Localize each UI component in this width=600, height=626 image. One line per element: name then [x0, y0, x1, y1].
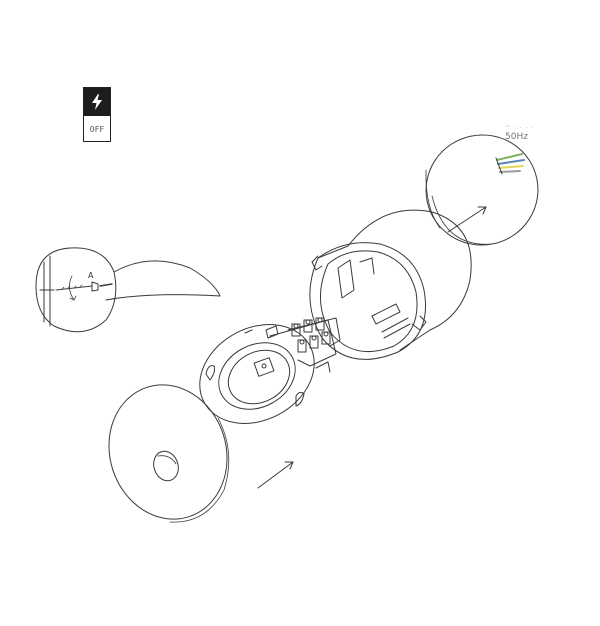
direction-arrow — [448, 207, 486, 232]
front-cover-disc — [92, 369, 244, 534]
wall-disc — [416, 125, 548, 256]
lightning-bolt-icon — [84, 88, 110, 116]
supply-cable — [496, 154, 524, 174]
smudged-voltage-text: ~ . . . . — [505, 123, 535, 130]
terminal-block — [266, 318, 340, 372]
power-off-indicator: OFF — [83, 87, 111, 142]
detail-label-a: A — [88, 271, 94, 280]
flush-mounting-box — [310, 210, 471, 359]
power-state-label: OFF — [89, 124, 105, 134]
mounting-ring — [182, 305, 331, 443]
frequency-label: 50Hz — [505, 132, 528, 142]
screw-detail-callout — [36, 248, 220, 332]
supply-voltage-label: ~ . . . . 50Hz — [505, 121, 565, 143]
insertion-arrow — [258, 462, 293, 488]
